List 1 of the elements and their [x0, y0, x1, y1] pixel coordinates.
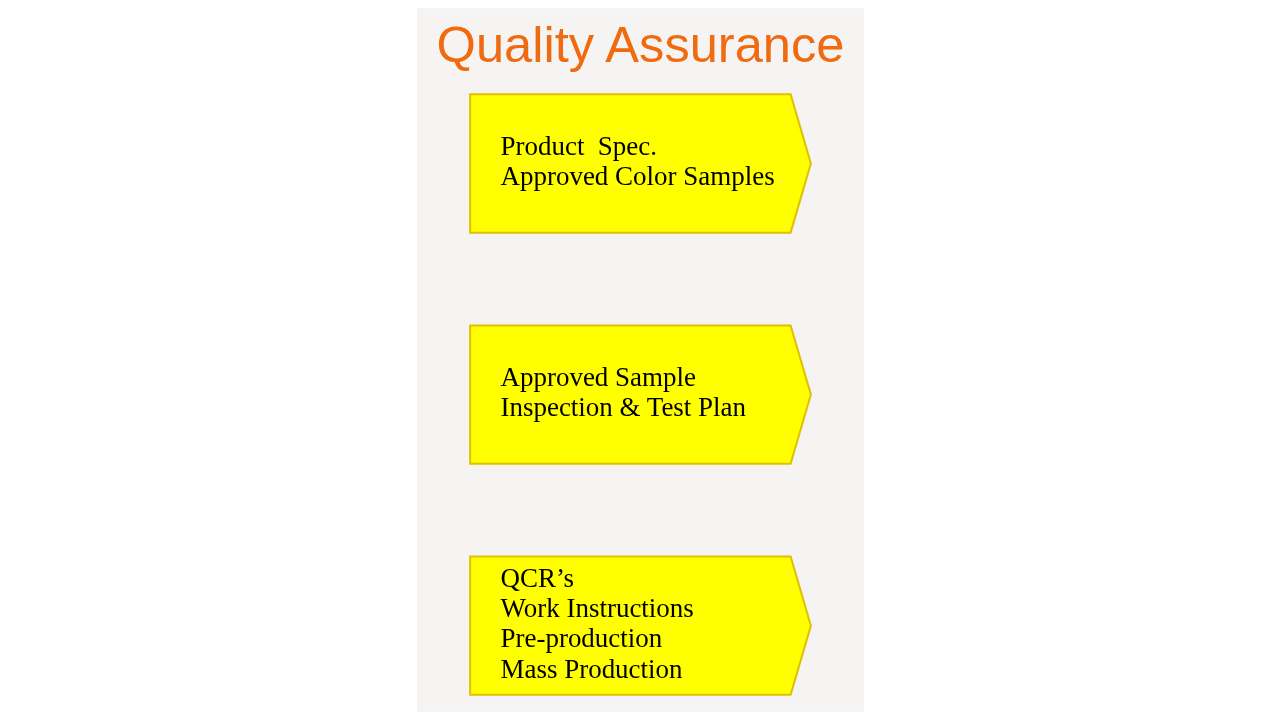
diagram-title: Quality Assurance	[436, 16, 844, 74]
